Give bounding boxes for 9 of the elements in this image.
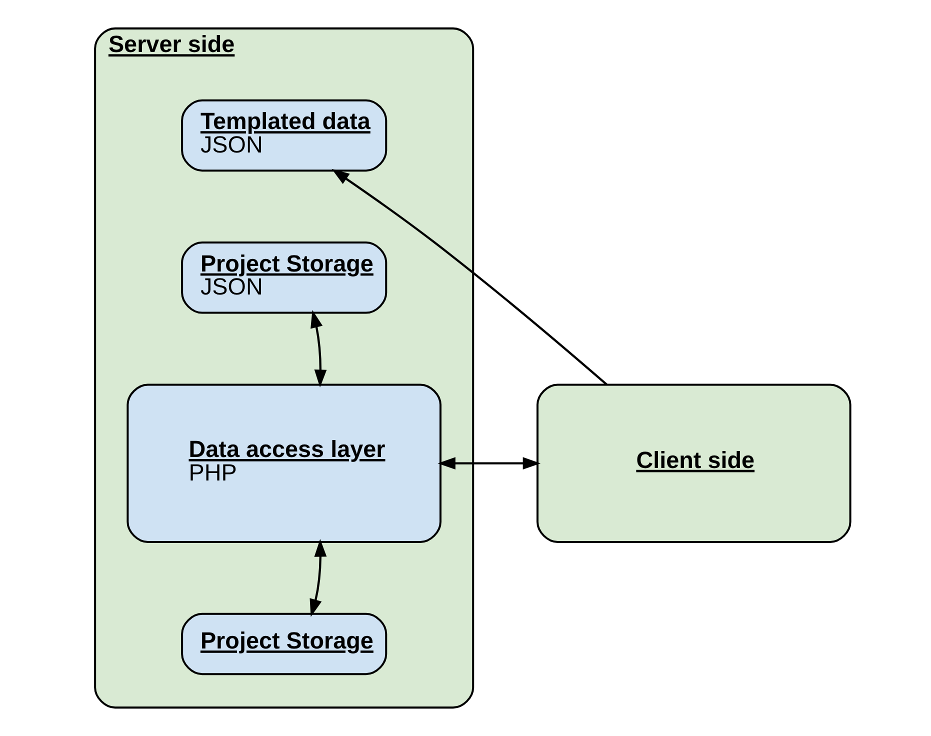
node-box: Project Storage xyxy=(180,612,387,676)
arrow xyxy=(331,168,607,386)
arrow xyxy=(437,457,540,470)
arrow xyxy=(309,538,326,617)
node-box: Client side xyxy=(536,384,851,543)
node-box: Data access layer PHP xyxy=(126,384,441,543)
node-box: Templated data JSON xyxy=(180,99,387,172)
arrow xyxy=(310,310,326,388)
node-box: Project Storage JSON xyxy=(180,242,387,314)
